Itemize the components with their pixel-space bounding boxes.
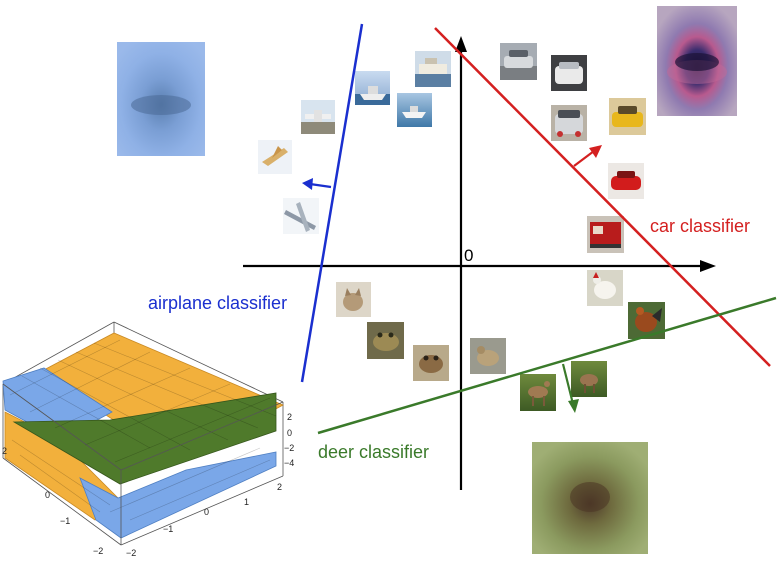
- airplane-normal-arrowhead: [302, 178, 313, 190]
- thumb-car-1: [500, 43, 537, 80]
- car-classifier-line: [434, 27, 771, 367]
- thumb-deer-2: [571, 361, 607, 397]
- bottom-tick: 0: [204, 507, 209, 517]
- bottom-tick: −1: [163, 524, 173, 534]
- thumb-cat-1: [336, 282, 371, 317]
- thumb-deer-1: [520, 374, 556, 411]
- z-tick: 2: [287, 412, 292, 422]
- thumb-ship-2: [397, 93, 432, 127]
- thumb-airplane-3: [283, 198, 319, 234]
- thumb-car-4: [609, 98, 646, 135]
- deer-normal-arrow: [561, 363, 575, 405]
- z-tick: −4: [284, 458, 294, 468]
- deer-classifier-line: [317, 296, 777, 435]
- airplane-normal-arrow: [309, 182, 332, 189]
- thumb-bird-3: [470, 338, 506, 374]
- car-classifier-label: car classifier: [650, 216, 750, 236]
- thumb-airplane-2: [258, 140, 292, 174]
- car-normal-arrowhead: [589, 145, 602, 158]
- car-classifier: car classifier: [434, 27, 771, 367]
- airplane-template-image: [117, 42, 205, 156]
- left-tick-labels: 2 0 −1 −2: [2, 446, 103, 556]
- left-tick: −1: [60, 516, 70, 526]
- car-normal-arrow: [573, 150, 595, 167]
- z-tick: −2: [284, 443, 294, 453]
- surface-grid: [9, 339, 277, 521]
- thumb-truck-1: [587, 216, 624, 253]
- blue-surface-lower: [79, 451, 277, 539]
- z-tick-labels: 2 0 −2 −4: [284, 412, 294, 468]
- deer-normal-arrowhead: [568, 399, 579, 413]
- score-surface-plot: 2 0 −2 −4 2 0 −1 −2 2 1 0 −1 −2: [2, 321, 294, 558]
- airplane-classifier: airplane classifier: [148, 23, 364, 383]
- green-surface: [12, 392, 277, 485]
- bottom-tick: 2: [277, 482, 282, 492]
- airplane-classifier-line: [300, 23, 364, 383]
- y-axis-arrowhead: [455, 36, 467, 52]
- deer-classifier-label: deer classifier: [318, 442, 429, 462]
- thumb-car-5: [608, 163, 644, 199]
- deer-template-image: [532, 442, 648, 554]
- thumb-frog-1: [367, 322, 404, 359]
- thumb-car-3: [551, 105, 587, 141]
- thumb-car-2: [551, 55, 587, 91]
- thumb-frog-2: [413, 345, 449, 381]
- z-tick: 0: [287, 428, 292, 438]
- deer-classifier: deer classifier: [317, 296, 777, 462]
- car-template-image: [657, 6, 737, 116]
- plot-box-front: [2, 383, 284, 546]
- left-tick: 2: [2, 446, 7, 456]
- x-axis-arrowhead: [700, 260, 716, 272]
- thumb-bird-1: [587, 270, 623, 306]
- bottom-tick: 1: [244, 497, 249, 507]
- bottom-tick: −2: [126, 548, 136, 558]
- origin-label: 0: [464, 246, 473, 265]
- thumb-airplane-1: [301, 100, 335, 134]
- axes: 0: [243, 36, 716, 490]
- airplane-classifier-label: airplane classifier: [148, 293, 287, 313]
- thumb-ship-1: [355, 71, 390, 105]
- bottom-tick-labels: 2 1 0 −1 −2: [126, 482, 282, 558]
- thumb-ship-3: [415, 51, 451, 87]
- left-tick: −2: [93, 546, 103, 556]
- left-tick: 0: [45, 490, 50, 500]
